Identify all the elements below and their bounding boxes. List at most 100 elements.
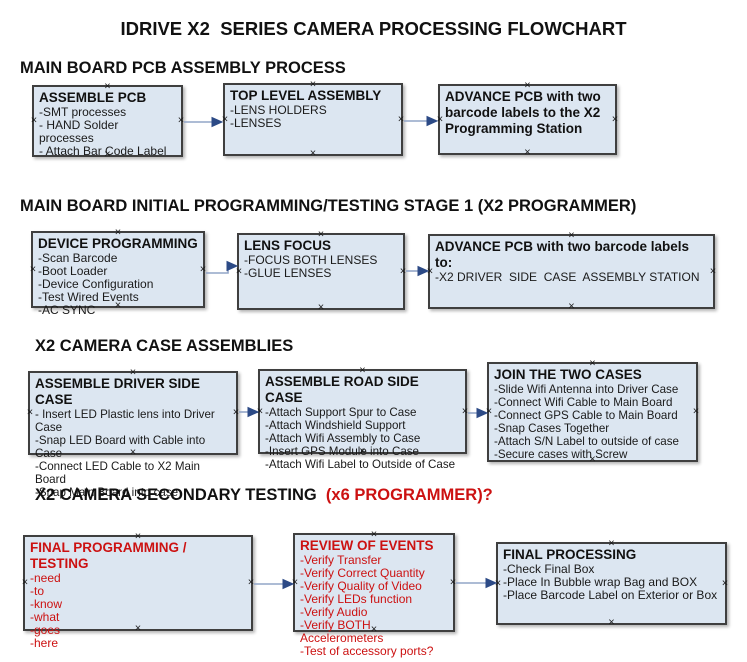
box-item: -Secure cases with Screw bbox=[494, 448, 628, 461]
connection-handle-icon: × bbox=[399, 265, 407, 277]
box-item: -know bbox=[30, 597, 63, 611]
box-advance-pcb-case-assembly[interactable]: ADVANCE PCB with two barcode labels to: … bbox=[426, 230, 716, 312]
connection-handle-icon: × bbox=[232, 406, 240, 419]
connection-handle-icon: × bbox=[485, 405, 493, 418]
flowchart-title: IDRIVE X2 SERIES CAMERA PROCESSING FLOWC… bbox=[120, 18, 627, 39]
connection-handle-icon: × bbox=[611, 113, 619, 125]
box-title: ASSEMBLE PCB bbox=[39, 90, 147, 105]
box-item: -Boot Loader bbox=[38, 264, 108, 278]
section-heading-pcb-assembly: MAIN BOARD PCB ASSEMBLY PROCESS bbox=[20, 59, 346, 77]
box-item: -what bbox=[30, 610, 60, 624]
heading-black-part: X2 CAMERA SECONDARY TESTING bbox=[35, 486, 322, 504]
box-items: -FOCUS BOTH LENSES-GLUE LENSES bbox=[244, 254, 398, 280]
connection-handle-icon: × bbox=[26, 406, 34, 419]
box-title: LENS FOCUS bbox=[244, 238, 332, 253]
box-item: - Insert LED Plastic lens into Driver Ca… bbox=[35, 408, 218, 434]
box-device-programming[interactable]: DEVICE PROGRAMMING -Scan Barcode-Boot Lo… bbox=[30, 227, 207, 317]
box-item: -Verify Quality of Video bbox=[300, 579, 422, 593]
box-items: -need-to-know-what-goes-here bbox=[30, 572, 246, 650]
box-item: -Snap Main Board into case bbox=[35, 486, 179, 499]
arrow-assemble-pcb-to-top-level[interactable] bbox=[184, 116, 224, 128]
box-item: -Verify LEDs function bbox=[300, 592, 413, 606]
box-item: -Test of accessory ports? bbox=[300, 644, 434, 658]
box-lens-focus[interactable]: LENS FOCUS -FOCUS BOTH LENSES-GLUE LENSE… bbox=[235, 229, 407, 313]
heading-red-part: (x6 PROGRAMMER)? bbox=[321, 486, 493, 504]
box-title: JOIN THE TWO CASES bbox=[494, 367, 642, 382]
connection-handle-icon: × bbox=[221, 113, 229, 125]
box-final-processing[interactable]: FINAL PROCESSING -Check Final Box-Place … bbox=[494, 538, 729, 628]
box-item: - HAND Solder processes bbox=[39, 118, 122, 145]
box-item: -to bbox=[30, 584, 45, 598]
connection-handle-icon: × bbox=[235, 265, 243, 277]
box-assemble-road-side-case[interactable]: ASSEMBLE ROAD SIDE CASE -Attach Support … bbox=[257, 365, 469, 471]
arrow-driver-case-to-road-case[interactable] bbox=[239, 406, 260, 418]
connection-handle-icon: × bbox=[436, 113, 444, 125]
arrow-final-programming-to-review[interactable] bbox=[254, 578, 295, 590]
box-item: -Attach Support Spur to Case bbox=[265, 406, 417, 419]
box-item: -LENS HOLDERS bbox=[230, 103, 327, 117]
connection-handle-icon: × bbox=[199, 263, 207, 275]
box-assemble-pcb[interactable]: ASSEMBLE PCB -SMT processes- HAND Solder… bbox=[30, 81, 184, 160]
connection-handle-icon: × bbox=[426, 265, 434, 277]
arrow-top-level-to-advance-pcb[interactable] bbox=[404, 115, 439, 127]
connection-handle-icon: × bbox=[692, 405, 700, 418]
box-advance-pcb-programming-station[interactable]: ADVANCE PCB with two barcode labels to t… bbox=[436, 80, 619, 158]
connection-handle-icon: × bbox=[449, 576, 457, 588]
box-item: -Check Final Box bbox=[503, 562, 595, 576]
connection-handle-icon: × bbox=[494, 577, 502, 589]
box-item: -Verify Transfer bbox=[300, 553, 382, 567]
box-title: FINAL PROGRAMMING / TESTING bbox=[30, 540, 191, 571]
connection-handle-icon: × bbox=[608, 616, 615, 629]
box-item: -need bbox=[30, 571, 61, 585]
box-title: TOP LEVEL ASSEMBLY bbox=[230, 88, 382, 103]
box-item: -Place In Bubble wrap Bag and BOX bbox=[503, 575, 698, 589]
box-title: ASSEMBLE DRIVER SIDE CASE bbox=[35, 376, 204, 407]
box-item: -Scan Barcode bbox=[38, 251, 118, 265]
arrow-device-programming-to-lens-focus[interactable] bbox=[206, 260, 239, 274]
box-item: -Snap Cases Together bbox=[494, 422, 610, 435]
box-title: FINAL PROCESSING bbox=[503, 547, 637, 562]
box-final-programming-testing[interactable]: FINAL PROGRAMMING / TESTING -need-to-kno… bbox=[21, 531, 254, 650]
connection-handle-icon: × bbox=[291, 576, 299, 588]
box-item: -Snap LED Board with Cable into Case bbox=[35, 434, 209, 460]
connection-handle-icon: × bbox=[568, 300, 575, 313]
arrow-lens-focus-to-advance-pcb[interactable] bbox=[406, 265, 430, 277]
box-item: -Connect LED Cable to X2 Main Board bbox=[35, 460, 204, 486]
arrow-road-case-to-join-cases[interactable] bbox=[468, 407, 489, 419]
box-item: -GLUE LENSES bbox=[244, 266, 332, 280]
box-item: -Test Wired Events bbox=[38, 290, 139, 304]
box-item: -LENSES bbox=[230, 116, 282, 130]
box-item: -SMT processes bbox=[39, 105, 127, 119]
connection-handle-icon: × bbox=[461, 405, 469, 417]
box-top-level-assembly[interactable]: TOP LEVEL ASSEMBLY -LENS HOLDERS-LENSES … bbox=[221, 79, 404, 159]
box-items: -SMT processes- HAND Solder processes- A… bbox=[39, 106, 176, 158]
box-item: -Attach Wifi Label to Outside of Case bbox=[265, 458, 456, 471]
box-review-of-events[interactable]: REVIEW OF EVENTS -Verify Transfer-Verify… bbox=[291, 529, 457, 658]
box-item: -Place Barcode Label on Exterior or Box bbox=[503, 588, 718, 602]
box-item: -Verify Correct Quantity bbox=[300, 566, 425, 580]
box-title: ADVANCE PCB with two barcode labels to t… bbox=[445, 89, 605, 136]
section-heading-secondary-testing: X2 CAMERA SECONDARY TESTING (x6 PROGRAMM… bbox=[35, 486, 493, 504]
box-item: -Attach Windshield Support bbox=[265, 419, 406, 432]
box-assemble-driver-side-case[interactable]: ASSEMBLE DRIVER SIDE CASE - Insert LED P… bbox=[26, 367, 240, 499]
box-item: -Attach S/N Label to outside of case bbox=[494, 435, 679, 448]
box-join-the-two-cases[interactable]: JOIN THE TWO CASES -Slide Wifi Antenna i… bbox=[485, 358, 700, 465]
box-items: -Attach Support Spur to Case-Attach Wind… bbox=[265, 406, 460, 471]
box-item: -FOCUS BOTH LENSES bbox=[244, 253, 378, 267]
connection-handle-icon: × bbox=[721, 577, 729, 589]
box-items: -Check Final Box-Place In Bubble wrap Ba… bbox=[503, 563, 720, 602]
box-item: -Connect GPS Cable to Main Board bbox=[494, 409, 678, 422]
box-items: -Slide Wifi Antenna into Driver Case-Con… bbox=[494, 383, 691, 461]
box-item: -Verify Audio bbox=[300, 605, 368, 619]
box-title: ADVANCE PCB with two barcode labels to: bbox=[435, 239, 693, 270]
arrow-review-to-final-processing[interactable] bbox=[456, 577, 498, 589]
section-heading-case-assemblies: X2 CAMERA CASE ASSEMBLIES bbox=[35, 337, 294, 355]
box-item: -Device Configuration bbox=[38, 277, 154, 291]
box-item: -Insert GPS Module into Case bbox=[265, 445, 420, 458]
box-item: -here bbox=[30, 636, 59, 650]
connection-handle-icon: × bbox=[30, 114, 38, 127]
box-item: - Attach Bar Code Label bbox=[39, 144, 167, 158]
connection-handle-icon: × bbox=[21, 576, 29, 589]
box-items: -Scan Barcode-Boot Loader-Device Configu… bbox=[38, 252, 198, 317]
box-item: -Verify BOTH Accelerometers bbox=[300, 618, 384, 645]
